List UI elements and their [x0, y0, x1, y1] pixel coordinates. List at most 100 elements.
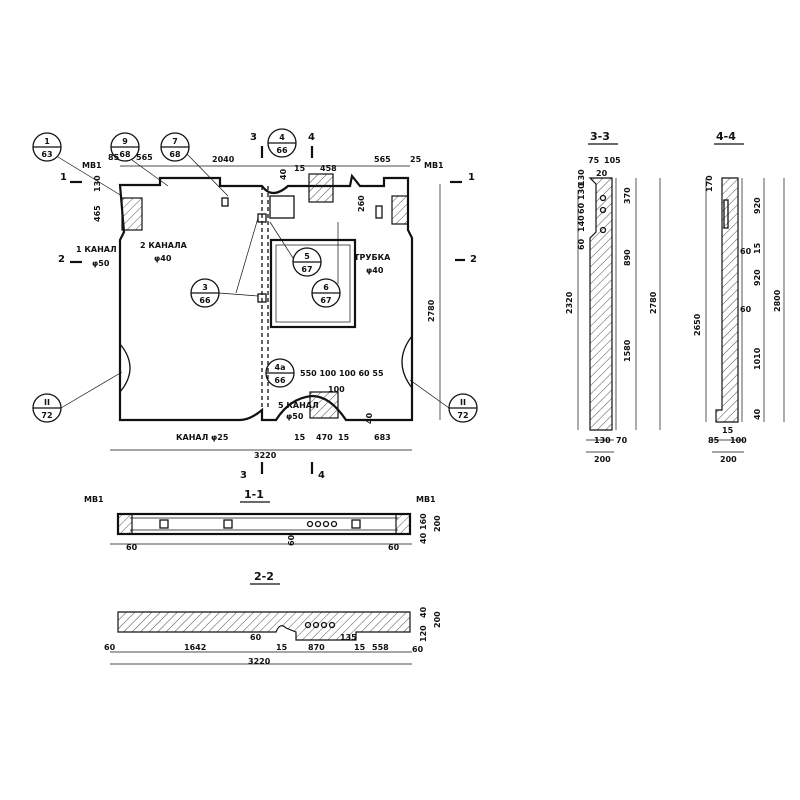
callout-5-top: 5: [304, 252, 310, 261]
callout-1: 1 63: [32, 132, 123, 197]
section-2-2: 2-2 60 1642 3220 60 15 870 15 558 60 135…: [104, 570, 442, 666]
mark-3-top: 3: [250, 132, 257, 143]
dim-260: 260: [357, 195, 366, 212]
callout-II-right: II 72: [409, 379, 478, 423]
dim-2040: 2040: [212, 155, 235, 164]
dim-40: 40: [279, 168, 288, 180]
callout-4a: 4a 66: [265, 358, 295, 388]
right-bump: [401, 335, 413, 389]
kanal1-label: 1 КАНАЛ: [76, 245, 117, 254]
plan-view: 1 63 9 68 7 68 4 66 5 67 6: [32, 128, 478, 481]
s22-dim-15a: 15: [276, 643, 288, 652]
s22-dim-h120: 120: [419, 625, 428, 642]
s44-b100: 100: [730, 436, 747, 445]
s33-b70: 70: [616, 436, 628, 445]
s44-v2650: 2650: [693, 313, 702, 336]
window-opening: [269, 238, 357, 329]
s44-v60a: 60: [740, 247, 752, 256]
section11-body: [116, 512, 412, 536]
mark-4-bottom: 4: [318, 470, 325, 481]
mb-right-label: МВ1: [424, 161, 444, 170]
section22-title: 2-2: [254, 570, 274, 583]
dim-3220: 3220: [254, 451, 277, 460]
s33-v2320: 2320: [565, 291, 574, 314]
trubka-label: ТРУБКА: [354, 253, 391, 262]
s33-t75: 75: [588, 156, 600, 165]
s44-v170: 170: [705, 175, 714, 192]
s33-b200: 200: [594, 455, 611, 464]
top-socket-box: [308, 173, 334, 203]
callout-3-bottom: 66: [199, 296, 211, 305]
s44-v920b: 920: [753, 269, 762, 286]
s33-b130: 130: [594, 436, 611, 445]
s44-b200: 200: [720, 455, 737, 464]
s22-dim-h40: 40: [419, 606, 428, 618]
kanal1-d-label: φ50: [92, 259, 110, 268]
s33-v140: 140: [577, 215, 586, 232]
section22-body: [117, 611, 411, 641]
small-box-3: [257, 293, 267, 303]
kanal25-label: КАНАЛ φ25: [176, 433, 229, 442]
dim-15a: 15: [294, 164, 306, 173]
section33-body: [588, 177, 613, 431]
dim-15c: 15: [338, 433, 350, 442]
dim-565a: 565: [136, 153, 153, 162]
callout-5: 5 67: [269, 221, 322, 277]
s11-mb-right: МВ1: [416, 495, 436, 504]
s22-dim-r60: 60: [412, 645, 424, 654]
s33-v130: 130: [577, 183, 586, 200]
s33-v370: 370: [623, 187, 632, 204]
s33-v2780: 2780: [649, 291, 658, 314]
callout-9: 9 68: [110, 132, 169, 187]
s44-b85: 85: [708, 436, 720, 445]
window-inner: [275, 244, 351, 323]
callout-6-bottom: 67: [320, 296, 331, 305]
callout-IIL-top: II: [44, 398, 50, 407]
callout-1-top: 1: [44, 137, 50, 146]
dim-458: 458: [320, 164, 337, 173]
s11-dim-l60: 60: [126, 543, 138, 552]
callout-IIR-top: II: [460, 398, 466, 407]
bottom-socket-box: [309, 391, 339, 419]
s44-v15b: 15: [722, 426, 734, 435]
callout-IIR-bottom: 72: [457, 411, 468, 420]
callout-1-bottom: 63: [41, 150, 52, 159]
mark-4-top: 4: [308, 132, 315, 143]
callout-4-bottom: 66: [276, 146, 288, 155]
dim-15b: 15: [294, 433, 306, 442]
s22-dim-15b: 15: [354, 643, 366, 652]
s33-v890: 890: [623, 249, 632, 266]
s11-dim-c60: 60: [287, 534, 296, 546]
mark-1-right: 1: [468, 172, 475, 183]
section-3-3: 3-3 75 105 20 130 140 60 130 60 370 890 …: [565, 130, 661, 464]
small-box-4: [375, 205, 383, 219]
s11-dim-h40: 40: [419, 532, 428, 544]
callout-4-top: 4: [279, 133, 285, 142]
callout-3-top: 3: [202, 283, 208, 292]
section-mark-2: 2 2: [58, 254, 477, 265]
callout-4a-bottom: 66: [274, 376, 286, 385]
s11-dim-h160: 160: [419, 513, 428, 530]
callout-3: 3 66: [190, 217, 259, 308]
dim-683: 683: [374, 433, 391, 442]
kanal2-d-label: φ40: [154, 254, 172, 263]
mark-1-left: 1: [60, 172, 67, 183]
s33-v130b: 130: [577, 169, 586, 186]
s11-mb-left: МВ1: [84, 495, 104, 504]
s22-dim-m60: 60: [250, 633, 262, 642]
dim-470: 470: [316, 433, 333, 442]
dim-465: 465: [93, 205, 102, 222]
section-mark-1: 1 1: [60, 172, 475, 184]
dim-40b: 40: [365, 412, 374, 424]
kanal2-label: 2 КАНАЛА: [140, 241, 188, 250]
section33-title: 3-3: [590, 130, 610, 143]
section-mark-3-4-top: 3 4: [250, 132, 315, 158]
s33-t20: 20: [596, 169, 608, 178]
dim-565b: 565: [374, 155, 391, 164]
s11-dim-h200: 200: [433, 515, 442, 532]
s11-dim-r60: 60: [388, 543, 400, 552]
callout-9-top: 9: [122, 137, 128, 146]
mb-left-label: МВ1: [82, 161, 102, 170]
kanal5-label: 5 КАНАЛ: [278, 401, 319, 410]
